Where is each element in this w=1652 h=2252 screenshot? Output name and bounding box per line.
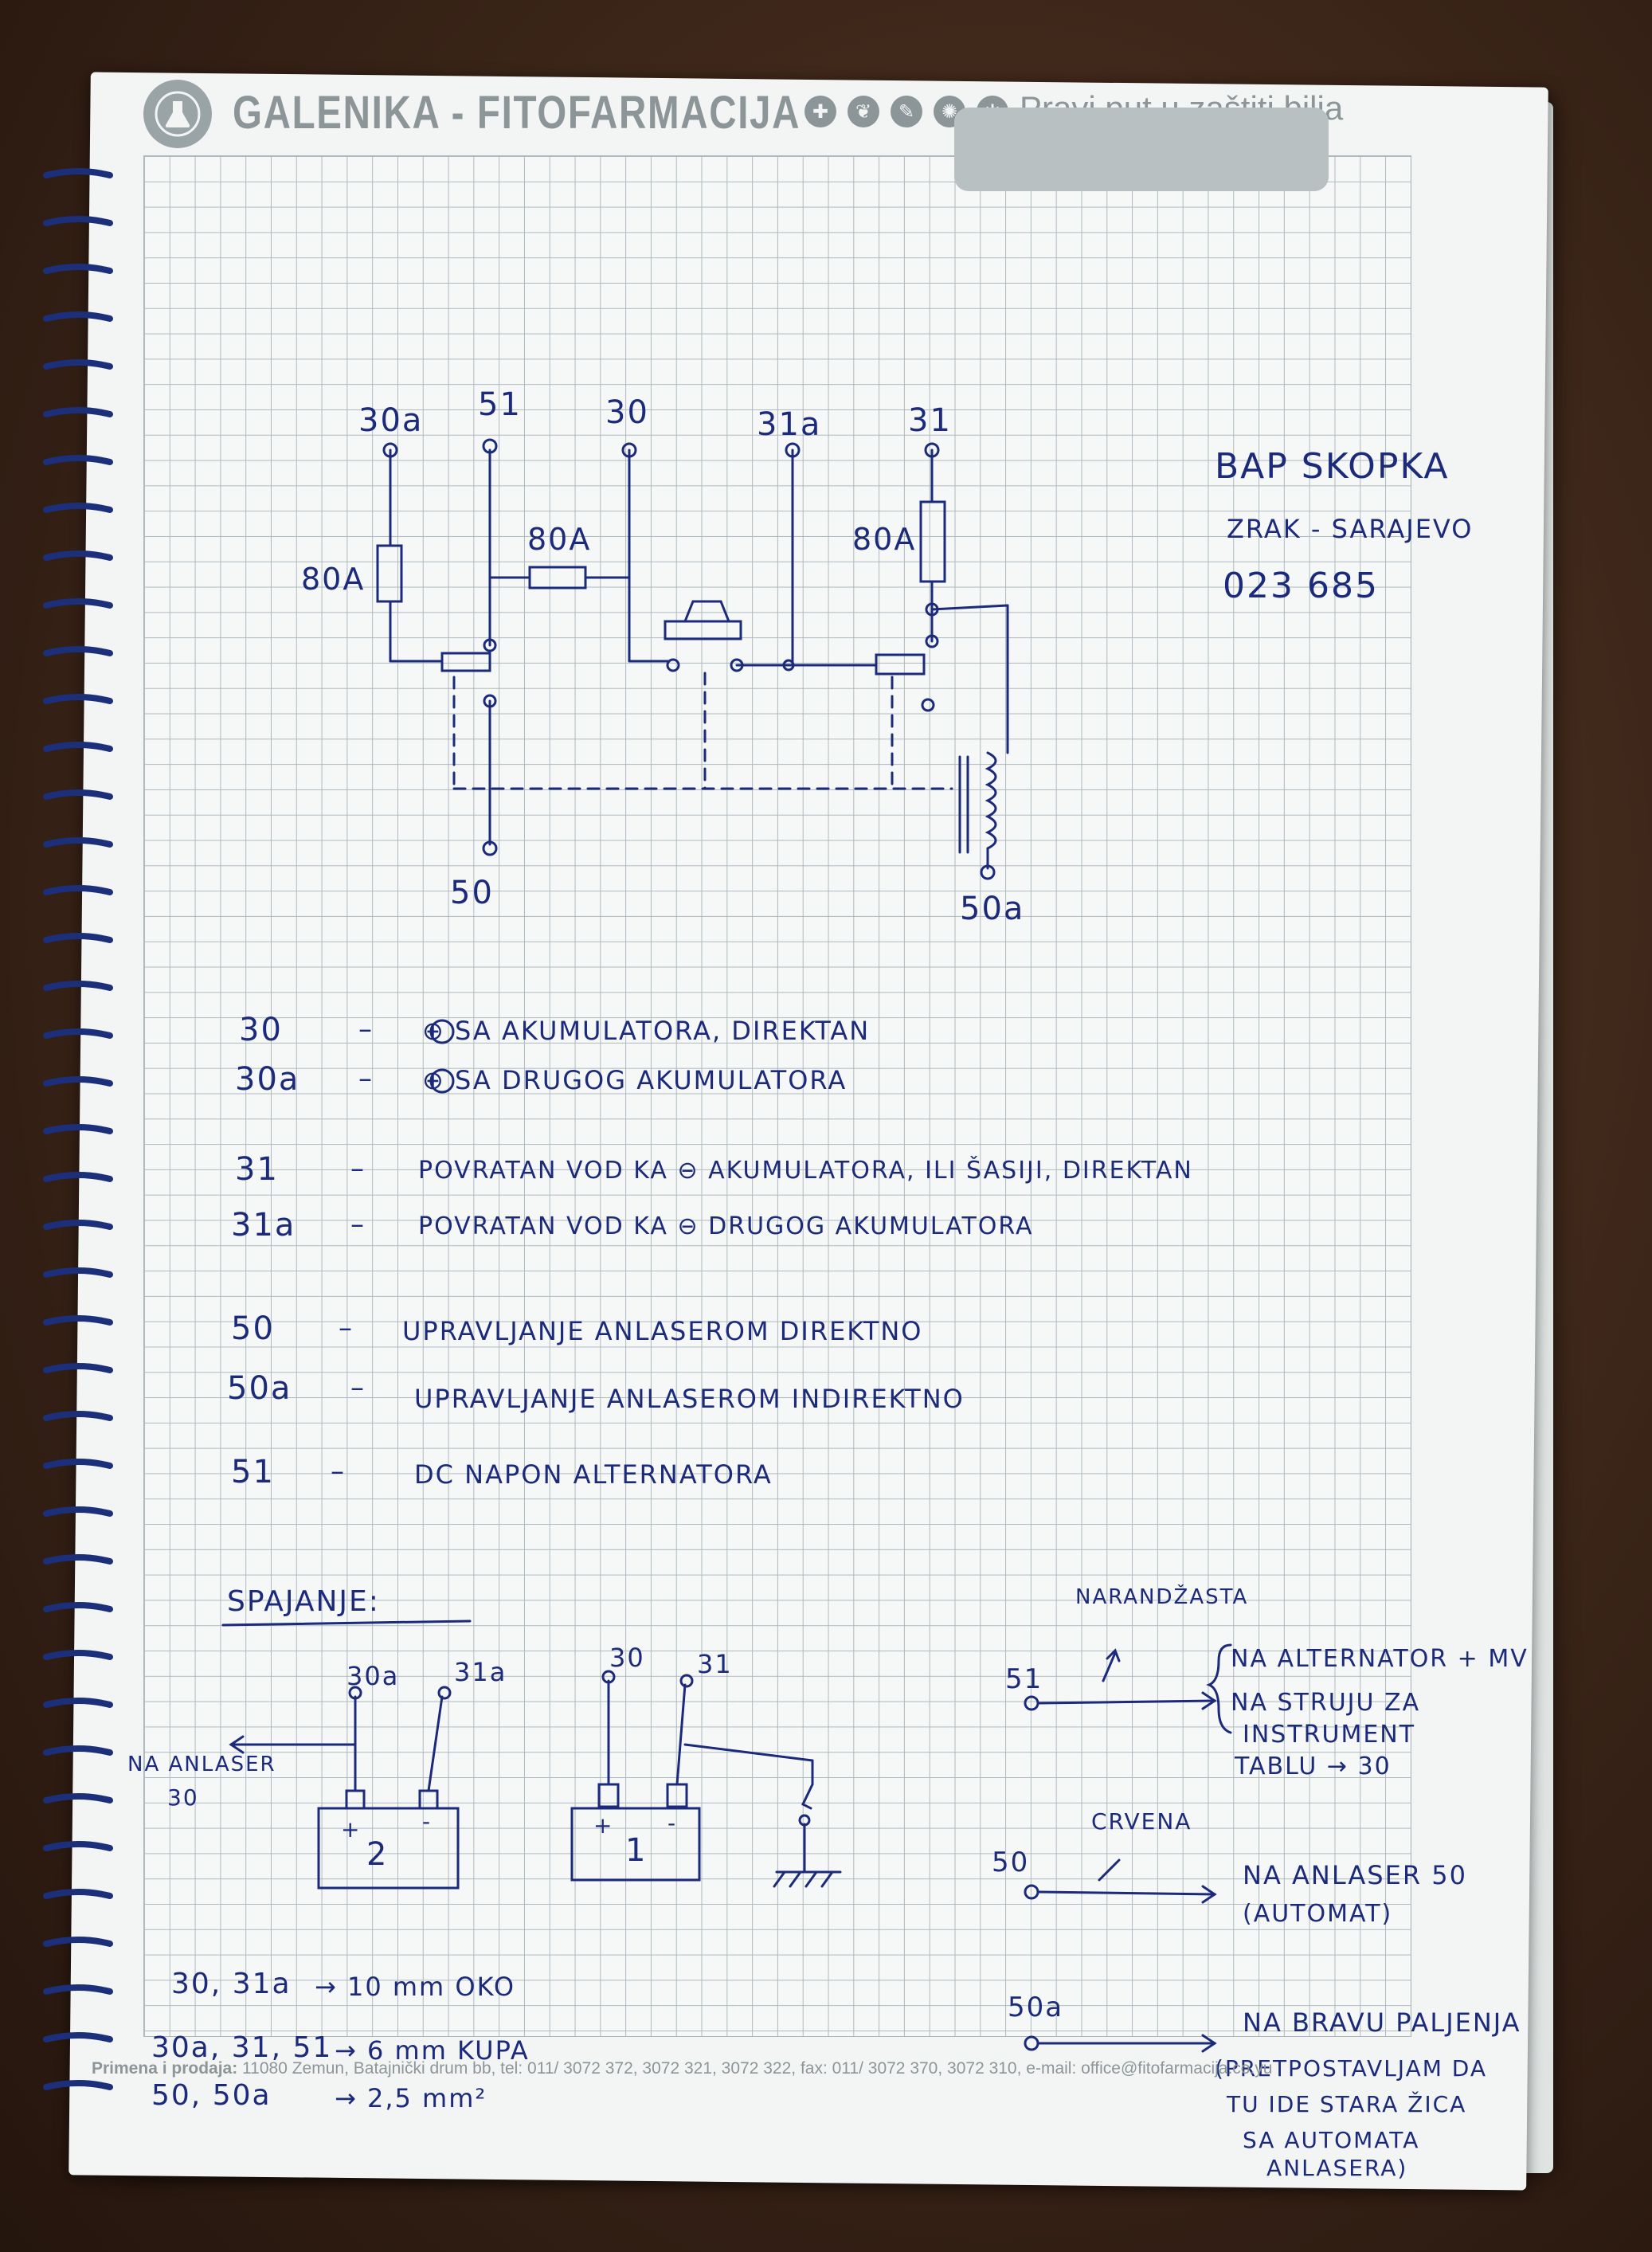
battery2-number: 2 xyxy=(366,1836,389,1873)
wire50a-line: (PRETPOSTAVLJAM DA xyxy=(1215,2055,1488,2082)
wire50a-line: NA BRAVU PALJENJA xyxy=(1243,2007,1521,2038)
seed-icon: ❦ xyxy=(848,96,879,127)
legend-text: UPRAVLJANJE ANLASEROM INDIREKTNO xyxy=(414,1384,965,1414)
wire51-line: TABLU → 30 xyxy=(1235,1753,1392,1780)
wire50-color: CRVENA xyxy=(1091,1808,1192,1835)
footer-text: 11080 Zemun, Batajnički drum bb, tel: 01… xyxy=(237,2059,1273,2078)
wire50a-line: ANLASERA) xyxy=(1266,2155,1408,2181)
cable-to: → 10 mm OKO xyxy=(315,1972,515,2002)
wire51-line: NA ALTERNATOR + MV xyxy=(1231,1645,1529,1673)
terminal-30-node xyxy=(621,442,637,458)
battery2-minus: - xyxy=(422,1808,433,1835)
battery1-number: 1 xyxy=(625,1832,648,1869)
battery1-minus: - xyxy=(667,1810,678,1836)
wire50a-line: TU IDE STARA ŽICA xyxy=(1227,2091,1467,2117)
terminal-50-node xyxy=(482,840,498,856)
wire51-color: NARANDŽASTA xyxy=(1075,1585,1249,1609)
wire51-line: INSTRUMENT xyxy=(1243,1721,1416,1749)
terminal-31a-node xyxy=(785,442,801,458)
legend-text: ⊕ SA AKUMULATORA, DIREKTAN xyxy=(422,1016,871,1046)
cable-to: → 2,5 mm² xyxy=(335,2083,487,2113)
side-note-line3: 023 685 xyxy=(1223,566,1379,606)
title-box xyxy=(954,108,1329,191)
wire50a-line: SA AUTOMATA xyxy=(1243,2127,1420,2153)
battery2-label-left: 30a xyxy=(346,1661,400,1691)
connections-heading: SPAJANJE: xyxy=(227,1585,380,1618)
cable-from: 50, 50a xyxy=(151,2079,272,2112)
page-footer: Primena i prodaja: 11080 Zemun, Batajnič… xyxy=(92,2059,1273,2078)
side-note-line1: BAP SKOPKA xyxy=(1215,446,1450,487)
legend-text: POVRATAN VOD KA ⊖ AKUMULATORA, ILI ŠASIJ… xyxy=(418,1157,1193,1185)
cross-icon: ✚ xyxy=(804,96,836,127)
footer-label: Primena i prodaja: xyxy=(92,2059,238,2078)
battery2-plus: + xyxy=(341,1816,362,1843)
battery1-label-left: 30 xyxy=(609,1643,645,1673)
terminal-30a-node xyxy=(382,442,398,458)
wire50a-code: 50a xyxy=(1008,1992,1064,2023)
battery1-label-right: 31 xyxy=(697,1649,733,1679)
legend-text: DC NAPON ALTERNATORA xyxy=(414,1459,773,1490)
cable-from: 30a, 31, 51 xyxy=(151,2031,333,2064)
wire50-line: NA ANLASER 50 xyxy=(1243,1860,1467,1890)
wire51-code: 51 xyxy=(1005,1663,1043,1695)
legend-code: 50a xyxy=(227,1370,292,1407)
relay-right-symbol xyxy=(875,653,926,676)
label-fuse-right: 80A xyxy=(852,522,917,557)
battery2-arrow-label-2: 30 xyxy=(167,1784,199,1811)
battery-2-symbol xyxy=(317,1807,460,1890)
wire50-code: 50 xyxy=(992,1847,1030,1878)
battery2-arrow-label: NA ANLASER xyxy=(127,1753,276,1776)
label-30a: 30a xyxy=(358,402,424,439)
brand-name: GALENIKA - FITOFARMACIJA xyxy=(233,87,801,139)
legend-code: 50 xyxy=(231,1310,275,1347)
spiral-binding xyxy=(43,168,113,2090)
switch-bar-symbol xyxy=(664,620,742,640)
battery1-plus: + xyxy=(593,1812,614,1839)
legend-code: 31 xyxy=(235,1151,279,1188)
legend-text: POVRATAN VOD KA ⊖ DRUGOG AKUMULATORA xyxy=(418,1212,1034,1240)
label-fuse-mid: 80A xyxy=(527,522,592,557)
side-note-line2: ZRAK - SARAJEVO xyxy=(1227,514,1474,544)
legend-text: ⊕ SA DRUGOG AKUMULATORA xyxy=(422,1065,848,1095)
coil-symbol xyxy=(985,751,997,850)
wire50-line: (AUTOMAT) xyxy=(1243,1900,1393,1928)
terminal-50a-node xyxy=(980,864,996,880)
leaf-icon: ✎ xyxy=(891,96,922,127)
label-fuse-left: 80A xyxy=(301,562,366,597)
battery-1-symbol xyxy=(570,1807,701,1882)
relay-left-symbol xyxy=(440,652,491,672)
grid-area xyxy=(143,155,1411,2037)
label-50: 50 xyxy=(450,875,494,911)
legend-text: UPRAVLJANJE ANLASEROM DIREKTNO xyxy=(402,1316,923,1346)
legend-code: 31a xyxy=(231,1207,296,1243)
label-31: 31 xyxy=(908,402,952,439)
label-31a: 31a xyxy=(757,406,822,443)
push-switch-symbol xyxy=(683,600,730,623)
label-50a: 50a xyxy=(960,891,1025,927)
legend-code: 30 xyxy=(239,1012,283,1048)
cable-to: → 6 mm KUPA xyxy=(335,2035,530,2066)
flask-logo-icon xyxy=(143,80,212,148)
label-30: 30 xyxy=(605,394,649,431)
label-51: 51 xyxy=(478,386,522,423)
battery2-label-right: 31a xyxy=(454,1657,507,1687)
legend-code: 30a xyxy=(235,1061,300,1098)
terminal-31-node xyxy=(924,442,940,458)
wire51-line: NA STRUJU ZA xyxy=(1231,1689,1421,1717)
terminal-51-node xyxy=(482,438,498,454)
cable-from: 30, 31a xyxy=(171,1968,292,2000)
legend-code: 51 xyxy=(231,1454,275,1490)
